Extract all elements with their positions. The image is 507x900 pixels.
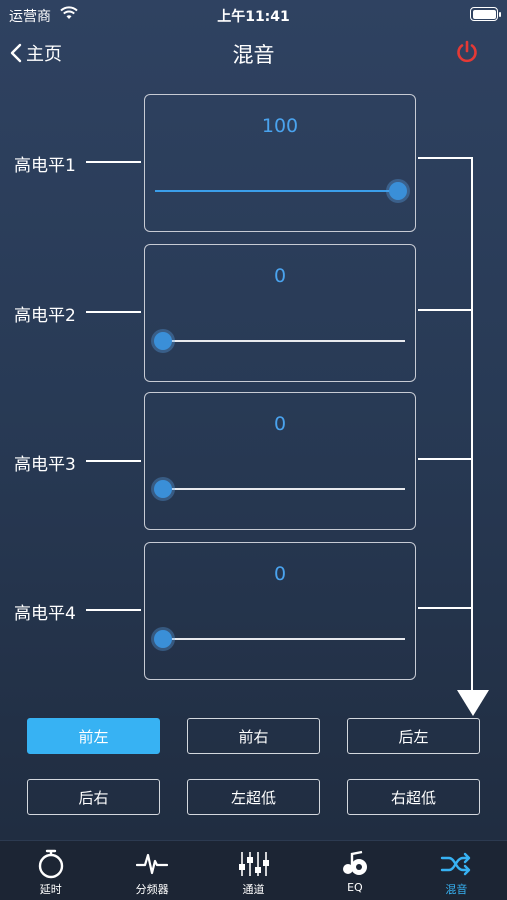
carrier-label: 运营商 <box>9 9 51 25</box>
output-connector-1 <box>418 157 473 159</box>
output-button-2[interactable]: 前右 <box>187 718 320 754</box>
channel-label-3: 高电平3 <box>14 455 76 475</box>
tab-eq[interactable]: EQ <box>304 841 405 900</box>
mix-slider-3[interactable] <box>153 479 405 499</box>
arrow-down-icon <box>457 690 489 716</box>
tab-bar: 延时 分频器 通道 EQ 混音 <box>0 840 507 900</box>
channel-connector-3 <box>86 460 141 462</box>
channel-connector-2 <box>86 311 141 313</box>
mix-value-4: 0 <box>273 563 287 585</box>
nav-bar: 主页 混音 <box>0 30 507 76</box>
tab-channel[interactable]: 通道 <box>203 841 304 900</box>
tab-delay-label: 延时 <box>39 883 62 896</box>
output-button-5[interactable]: 左超低 <box>187 779 320 815</box>
back-label: 主页 <box>26 44 62 65</box>
mix-box-1: 100 <box>144 94 416 232</box>
mixer-sliders-icon <box>238 849 270 879</box>
slider-thumb-2[interactable] <box>153 332 172 350</box>
mix-slider-4[interactable] <box>153 629 405 649</box>
waveform-icon <box>136 849 169 879</box>
mix-value-1: 100 <box>261 115 299 137</box>
output-connector-2 <box>418 309 473 311</box>
mix-box-4: 0 <box>144 542 416 680</box>
channel-label-1: 高电平1 <box>14 156 76 176</box>
mix-value-2: 0 <box>273 265 287 287</box>
mix-bus-line <box>471 157 473 693</box>
battery-icon <box>470 7 501 21</box>
tab-channel-label: 通道 <box>242 883 265 896</box>
output-button-3[interactable]: 后左 <box>347 718 480 754</box>
mix-box-3: 0 <box>144 392 416 530</box>
slider-thumb-1[interactable] <box>388 182 407 200</box>
output-button-4[interactable]: 后右 <box>27 779 160 815</box>
power-icon <box>457 40 477 63</box>
output-connector-4 <box>418 607 473 609</box>
tab-crossover-label: 分频器 <box>135 883 169 896</box>
output-button-1[interactable]: 前左 <box>27 718 160 754</box>
slider-thumb-4[interactable] <box>153 630 172 648</box>
status-time: 上午11:41 <box>217 9 290 25</box>
channel-label-4: 高电平4 <box>14 604 76 624</box>
channel-connector-4 <box>86 609 141 611</box>
music-note-icon <box>340 849 370 879</box>
output-button-6[interactable]: 右超低 <box>347 779 480 815</box>
mix-box-2: 0 <box>144 244 416 382</box>
mix-value-3: 0 <box>273 413 287 435</box>
power-button[interactable] <box>455 40 479 68</box>
channel-label-2: 高电平2 <box>14 306 76 326</box>
channel-connector-1 <box>86 161 141 163</box>
back-button[interactable]: 主页 <box>10 40 62 66</box>
tab-delay[interactable]: 延时 <box>0 841 101 900</box>
mix-slider-2[interactable] <box>153 331 405 351</box>
wifi-icon <box>60 6 78 24</box>
tab-crossover[interactable]: 分频器 <box>101 841 202 900</box>
tab-mix-label: 混音 <box>445 883 468 896</box>
slider-thumb-3[interactable] <box>153 480 172 498</box>
tab-mix[interactable]: 混音 <box>406 841 507 900</box>
shuffle-icon <box>440 849 472 879</box>
page-title: 混音 <box>232 43 275 67</box>
output-connector-3 <box>418 458 473 460</box>
stopwatch-icon <box>37 849 65 879</box>
tab-eq-label: EQ <box>347 881 363 894</box>
mix-slider-1[interactable] <box>155 181 407 201</box>
chevron-left-icon <box>10 43 22 63</box>
status-bar: 运营商 上午11:41 <box>0 0 507 30</box>
